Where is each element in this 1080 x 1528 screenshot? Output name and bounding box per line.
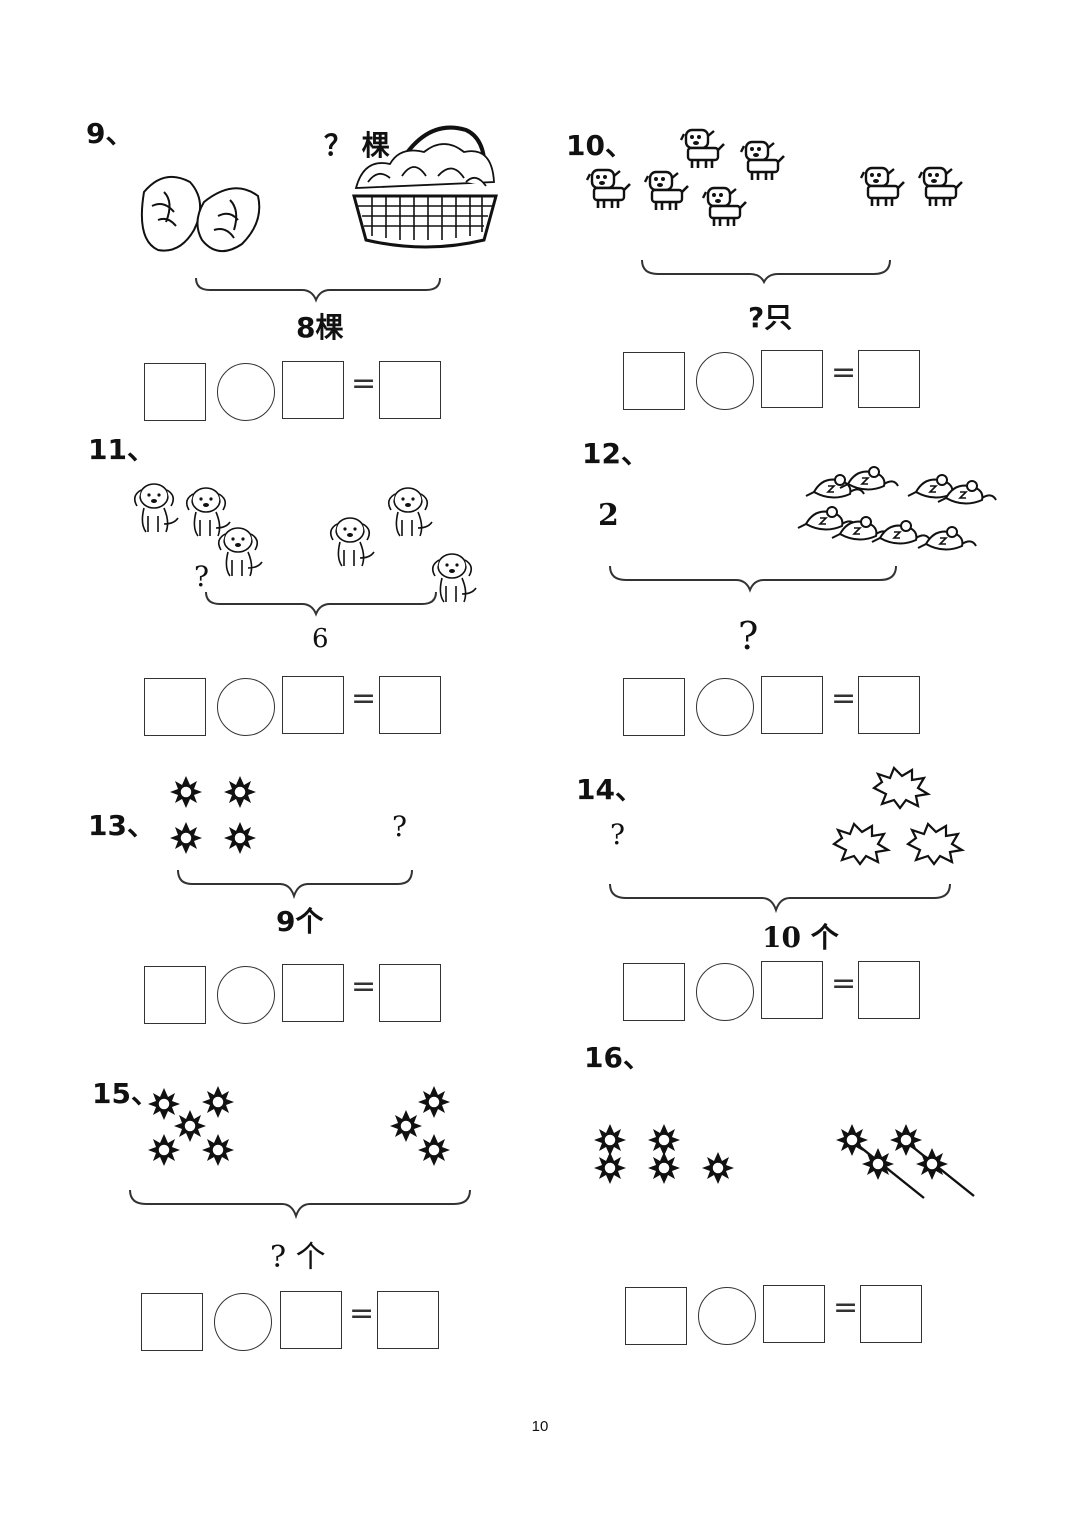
problem-number: 16、 — [584, 1041, 651, 1074]
question-label: ? — [610, 818, 626, 851]
problem-number: 15、 — [92, 1077, 159, 1110]
equals-sign: = — [351, 366, 377, 401]
answer-box-1[interactable] — [144, 363, 206, 421]
answer-box-2[interactable] — [761, 961, 823, 1019]
equals-sign: = — [349, 1296, 375, 1331]
star-burst-icon — [169, 775, 257, 855]
operator-circle[interactable] — [217, 678, 275, 736]
answer-box-2[interactable] — [282, 964, 344, 1022]
answer-box-3[interactable] — [860, 1285, 922, 1343]
total-label: ? 个 — [270, 1240, 326, 1275]
brace — [129, 1189, 471, 1220]
brace — [609, 565, 897, 593]
answer-box-1[interactable] — [623, 678, 685, 736]
equals-sign: = — [831, 355, 857, 390]
total-label: ?只 — [748, 301, 793, 334]
answer-box-1[interactable] — [144, 966, 206, 1024]
answer-box-3[interactable] — [379, 964, 441, 1022]
operator-circle[interactable] — [698, 1287, 756, 1345]
cabbage-icon — [140, 175, 261, 252]
basket-icon — [352, 125, 498, 249]
answer-box-3[interactable] — [858, 350, 920, 408]
answer-box-3[interactable] — [858, 676, 920, 734]
brace — [177, 869, 413, 900]
equals-sign: = — [833, 1290, 859, 1325]
answer-box-3[interactable] — [858, 961, 920, 1019]
operator-circle[interactable] — [696, 963, 754, 1021]
total-label: ? — [738, 614, 759, 658]
answer-box-2[interactable] — [761, 350, 823, 408]
star-burst-icon — [389, 1085, 451, 1167]
problem-number: 13、 — [88, 809, 155, 842]
answer-box-1[interactable] — [623, 352, 685, 410]
answer-box-2[interactable] — [280, 1291, 342, 1349]
operator-circle[interactable] — [696, 352, 754, 410]
answer-box-1[interactable] — [141, 1293, 203, 1351]
answer-box-2[interactable] — [761, 676, 823, 734]
problem-number: 10、 — [566, 129, 633, 162]
equals-sign: = — [831, 681, 857, 716]
dog-icon — [585, 128, 964, 228]
operator-circle[interactable] — [696, 678, 754, 736]
brace — [205, 591, 437, 617]
operator-circle[interactable] — [217, 363, 275, 421]
total-label: 9个 — [276, 905, 324, 938]
total-label: 6 — [312, 624, 329, 654]
operator-circle[interactable] — [214, 1293, 272, 1351]
answer-box-3[interactable] — [379, 361, 441, 419]
equals-sign: = — [351, 681, 377, 716]
splat-icon — [832, 766, 964, 866]
problem-number: 14、 — [576, 773, 643, 806]
brace — [609, 883, 951, 914]
star-burst-icon — [147, 1085, 235, 1167]
brace — [641, 259, 891, 285]
brace — [195, 277, 441, 303]
answer-box-2[interactable] — [282, 676, 344, 734]
answer-box-1[interactable] — [144, 678, 206, 736]
equals-sign: = — [351, 969, 377, 1004]
question-label: ? — [194, 560, 210, 593]
problem-number: 11、 — [88, 433, 155, 466]
answer-box-3[interactable] — [377, 1291, 439, 1349]
mouse-icon — [797, 466, 997, 551]
star-burst-icon — [593, 1123, 735, 1185]
part-label: 2 — [598, 498, 619, 533]
problem-number: 12、 — [582, 437, 649, 470]
firework-icon — [835, 1123, 975, 1199]
answer-box-1[interactable] — [625, 1287, 687, 1345]
answer-box-2[interactable] — [763, 1285, 825, 1343]
answer-box-2[interactable] — [282, 361, 344, 419]
total-label: 8棵 — [296, 311, 344, 344]
problem-number: 9、 — [86, 117, 134, 150]
operator-circle[interactable] — [217, 966, 275, 1024]
answer-box-3[interactable] — [379, 676, 441, 734]
question-label: ? — [392, 810, 408, 843]
total-label: 10 个 — [762, 921, 839, 954]
answer-box-1[interactable] — [623, 963, 685, 1021]
question-label: ？ 棵 — [324, 129, 390, 162]
page-number: 10 — [531, 1418, 549, 1435]
equals-sign: = — [831, 966, 857, 1001]
